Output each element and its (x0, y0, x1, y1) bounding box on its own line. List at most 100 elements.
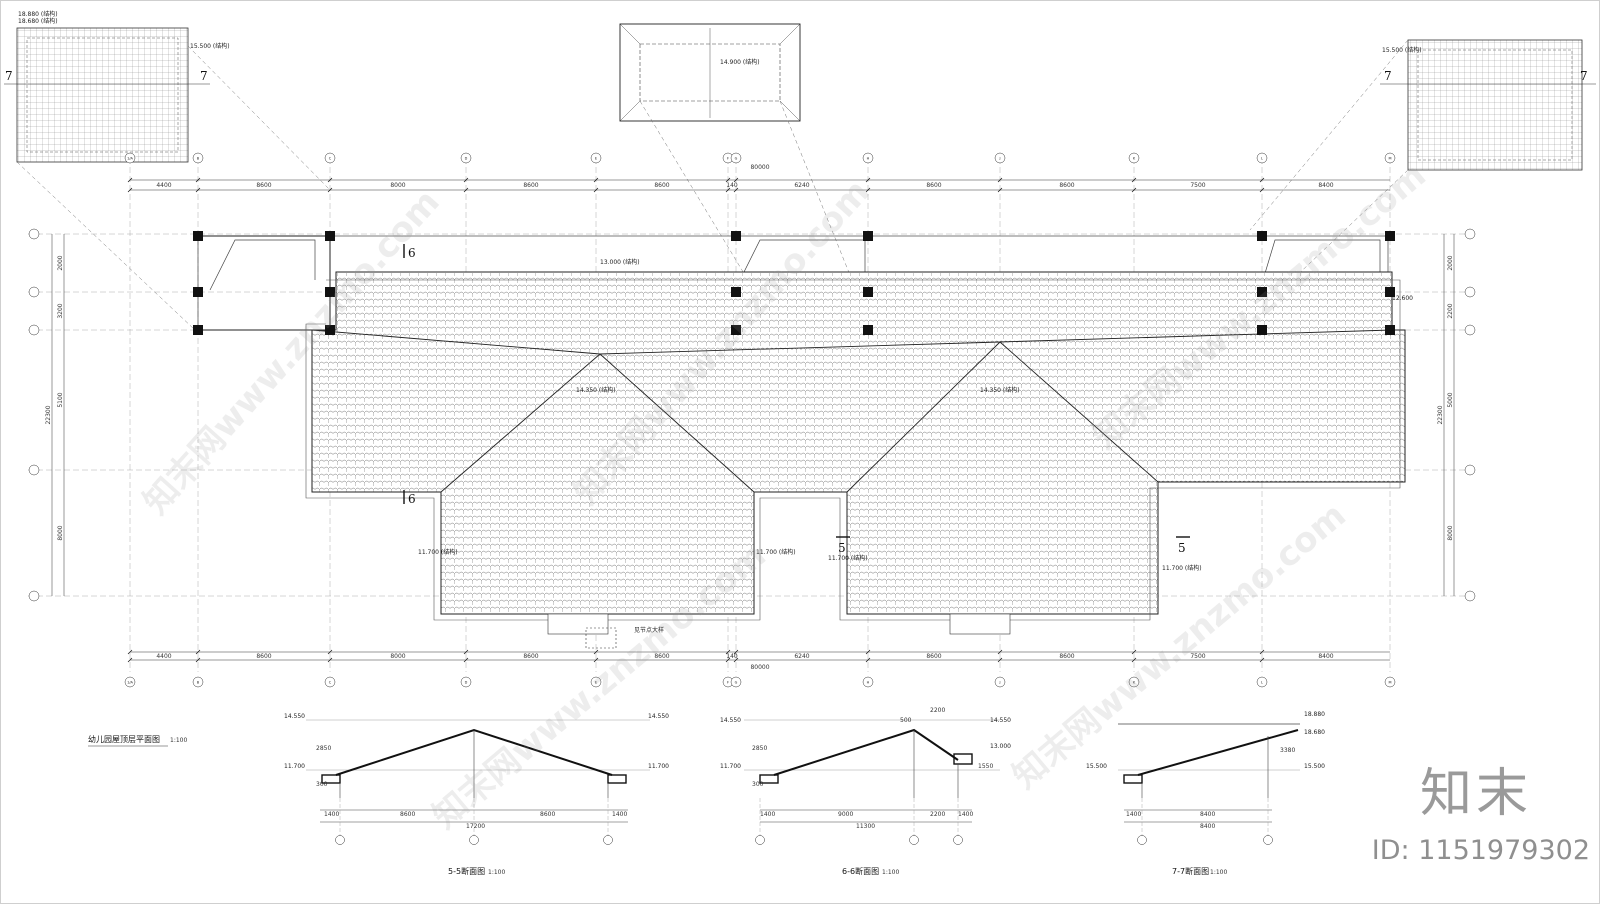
eave-level-3: 11.700 (结构) (828, 554, 868, 562)
axis-bubble (730, 676, 742, 688)
section-mark-7b: 7 (200, 69, 208, 83)
s66-dim-1: 1400 (760, 811, 775, 818)
s77-dim-2: 8400 (1200, 811, 1215, 818)
top-dim-label: 6240 (794, 182, 809, 189)
top-dim-label: 7500 (1190, 182, 1205, 189)
axis-label: M (1388, 680, 1391, 684)
axis-bubble (28, 590, 40, 602)
s55-level-l2: 11.700 (284, 763, 305, 770)
axis-bubble (28, 464, 40, 476)
axis-bubble (324, 152, 336, 164)
top-dim-label: 8600 (654, 182, 669, 189)
section-mark-7c: 7 (1384, 69, 1392, 83)
left-dim-label: 8000 (57, 525, 64, 540)
left-dim-label: 5100 (57, 392, 64, 407)
s66-side-1: 2850 (752, 745, 767, 752)
column (325, 287, 335, 297)
axis-bubble (1128, 152, 1140, 164)
s66-level-r2: 13.000 (990, 743, 1011, 750)
axis-bubble (730, 152, 742, 164)
section-mark-5b: 5 (1178, 541, 1186, 555)
column (325, 325, 335, 335)
right-dim-label: 8000 (1447, 525, 1454, 540)
axis-label: L (1261, 156, 1263, 160)
right-dim-label: 2200 (1447, 303, 1454, 318)
plan-title-block: 幼儿园屋顶层平面图 1:100 (88, 734, 187, 747)
column (863, 325, 873, 335)
s55-side-2: 300 (316, 781, 328, 788)
top-dim-label: 4400 (156, 182, 171, 189)
s66-level-r1: 14.550 (990, 717, 1011, 724)
axis-label: H (867, 156, 870, 160)
axis-label: 1/A (127, 156, 133, 160)
top-dim-label: 8400 (1318, 182, 1333, 189)
section-axis-bubble (909, 835, 919, 845)
s66-title: 6-6断面图 (842, 866, 879, 876)
column (863, 287, 873, 297)
s77-total: 8400 (1200, 823, 1215, 830)
s66-level-l1: 14.550 (720, 717, 741, 724)
column (1257, 287, 1267, 297)
axis-bubble (460, 152, 472, 164)
axis-bubble (590, 152, 602, 164)
s66-side-2: 300 (752, 781, 764, 788)
column (1385, 231, 1395, 241)
inset-top-right: 7 7 15.500 (结构) (1249, 39, 1596, 321)
column (1257, 231, 1267, 241)
axis-label: M (1388, 156, 1391, 160)
section-6-6: 14.550 11.700 14.550 13.000 1400 9000 22… (720, 707, 1011, 876)
s77-level-r1: 18.880 (1304, 711, 1325, 718)
bottom-dim-label: 8600 (523, 653, 538, 660)
axis-bubble (124, 152, 136, 164)
bottom-dim-label: 140 (726, 653, 738, 660)
axis-label: H (867, 680, 870, 684)
s55-dim-4: 1400 (612, 811, 627, 818)
s66-dim-4: 1400 (958, 811, 973, 818)
axis-label: G (735, 156, 738, 160)
bottom-dim-label: 6240 (794, 653, 809, 660)
s77-side-1: 3380 (1280, 747, 1295, 754)
section-mark-6b: 6 (408, 492, 416, 506)
top-dim-label: 8600 (523, 182, 538, 189)
axis-bubble (1464, 286, 1476, 298)
s55-title: 5-5断面图 (448, 866, 485, 876)
axis-bubble (994, 676, 1006, 688)
axis-bubble (460, 676, 472, 688)
level-mid: 14.900 (结构) (720, 58, 760, 66)
axis-label: E (595, 156, 597, 160)
section-mark-6a: 6 (408, 246, 416, 260)
section-axis-bubble (1263, 835, 1273, 845)
s66-total: 11300 (856, 823, 875, 830)
s66-level-l2: 11.700 (720, 763, 741, 770)
s77-dim-1: 1400 (1126, 811, 1141, 818)
eave-level-1: 11.700 (结构) (418, 548, 458, 556)
s55-side-1: 2850 (316, 745, 331, 752)
level-tr-1: 15.500 (结构) (1382, 46, 1422, 54)
axis-label: B (197, 680, 200, 684)
axis-label: K (1133, 680, 1136, 684)
plan-section-markers: 6 6 5 5 (403, 244, 1190, 555)
level-right-small: 12.600 (1392, 295, 1413, 302)
column (1385, 287, 1395, 297)
bottom-total-dim: 80000 (750, 664, 769, 671)
s55-total: 17200 (466, 823, 485, 830)
top-dim-label: 140 (726, 182, 738, 189)
top-dim-label: 8000 (390, 182, 405, 189)
axis-bubble (1128, 676, 1140, 688)
s66-side-3: 1550 (978, 763, 993, 770)
bottom-dim-label: 8000 (390, 653, 405, 660)
column (193, 231, 203, 241)
s55-level-r1: 14.550 (648, 713, 669, 720)
column (325, 231, 335, 241)
axis-bubble (1464, 324, 1476, 336)
axis-label: C (329, 156, 332, 160)
s66-top-dim-1: 2200 (930, 707, 945, 714)
bottom-dim-label: 4400 (156, 653, 171, 660)
section-axis-bubble (755, 835, 765, 845)
left-dim-label: 3200 (57, 303, 64, 318)
axis-bubble (324, 676, 336, 688)
right-dim-label: 2000 (1447, 255, 1454, 270)
section-mark-7d: 7 (1580, 69, 1588, 83)
